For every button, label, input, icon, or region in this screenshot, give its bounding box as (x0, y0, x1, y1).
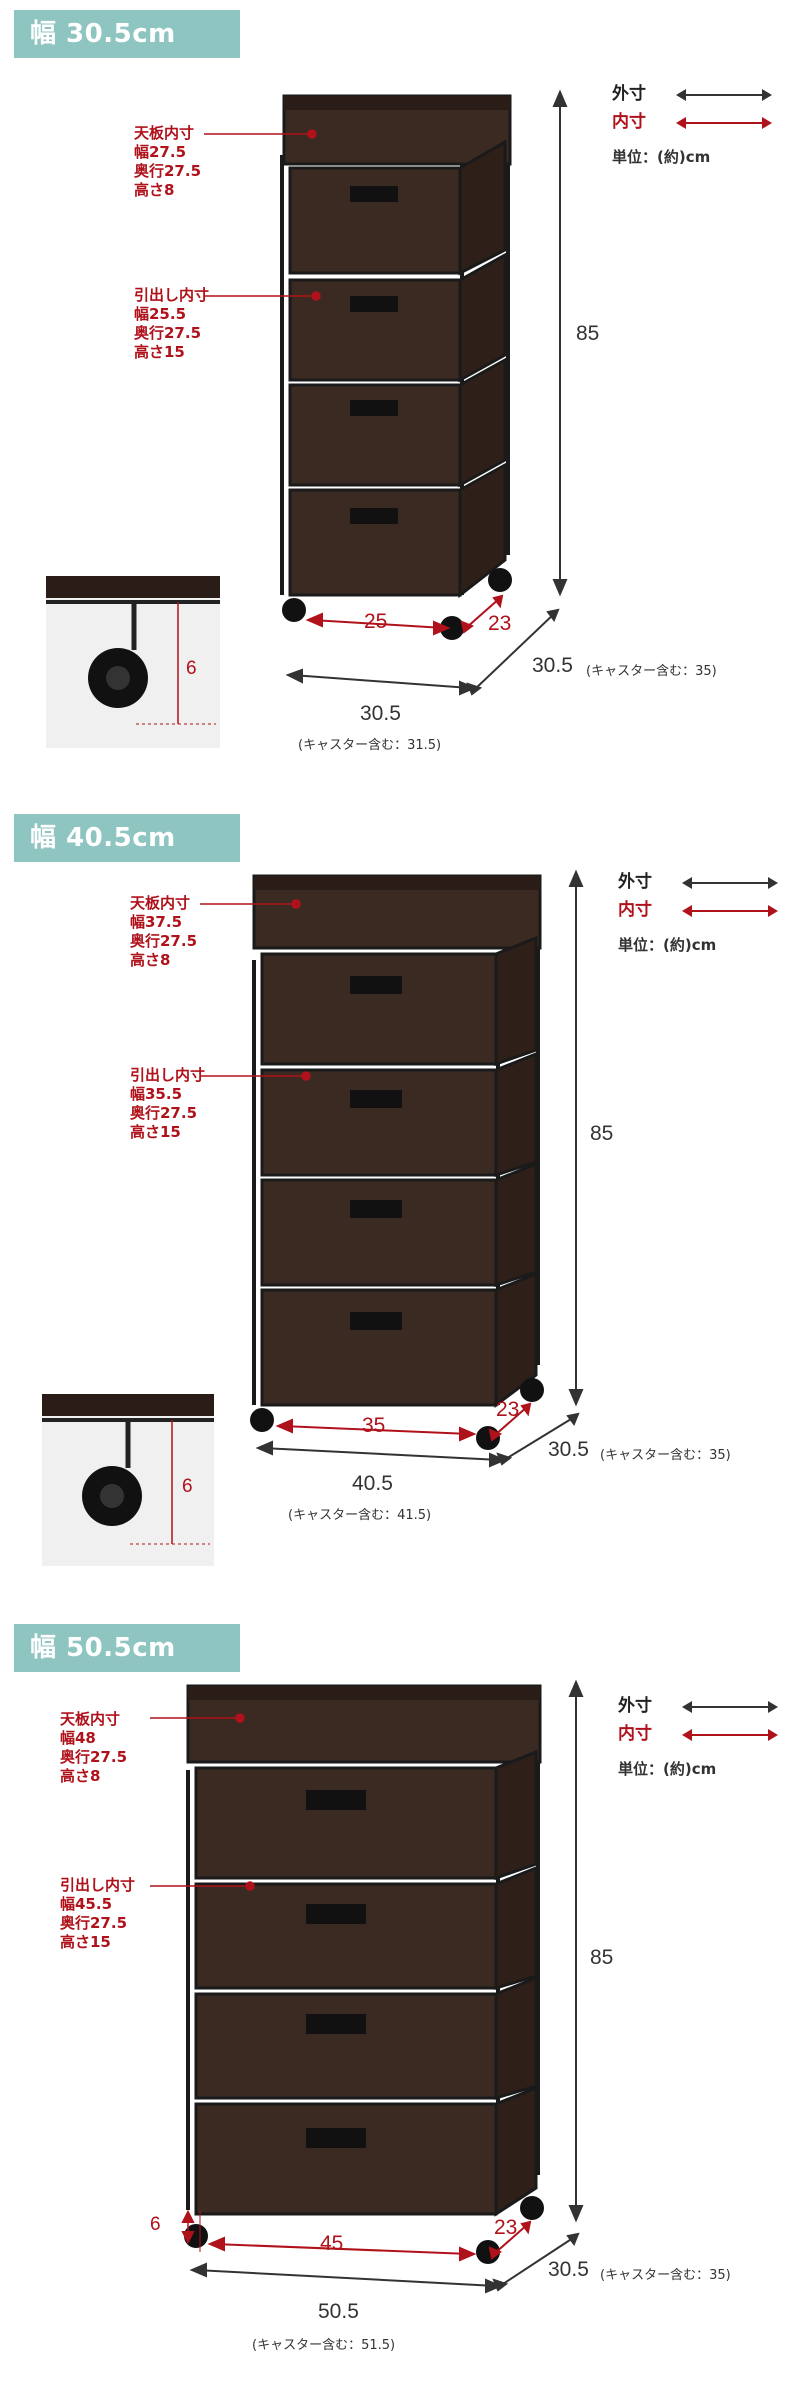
drawer-handle-icon (350, 296, 398, 312)
caster-icon (184, 2224, 208, 2248)
unit-label: 単位：(約)cm (612, 148, 711, 166)
drawer (194, 2102, 498, 2216)
caster-height-dimension: 6 (150, 2214, 161, 2235)
caster-height-dimension: 6 (186, 658, 197, 679)
drawer (260, 1068, 498, 1177)
drawer-handle-icon (350, 1312, 402, 1330)
section-width-50: 幅 50.5cm 外寸 内寸 単位：(約)cm (0, 1610, 800, 2400)
caster-icon (488, 568, 512, 592)
height-dimension: 85 (576, 322, 600, 345)
depth-dimension: 30.5 (548, 2258, 589, 2281)
legend-outer-label: 外寸 (618, 1696, 652, 1716)
drawer-inner-note: 引出し内寸 幅35.5 奥行27.5 高さ15 (130, 1066, 206, 1141)
section-width-30: 幅 30.5cm 外寸 内寸 単位：(約)cm (0, 0, 800, 790)
outer-arrow-icon (682, 1701, 778, 1713)
depth-caster-note: (キャスター含む：35) (600, 2268, 731, 2283)
width-dimension: 30.5 (360, 702, 401, 725)
section-width-40: 幅 40.5cm 外寸 内寸 単位：(約)cm (0, 800, 800, 1590)
drawer (288, 166, 462, 275)
section-tab: 幅 30.5cm (14, 10, 240, 58)
drawer (260, 952, 498, 1066)
height-dimension: 85 (590, 1122, 614, 1145)
inner-arrow-icon (682, 905, 778, 917)
width-caster-note: (キャスター含む：41.5) (288, 1508, 432, 1523)
section-tab: 幅 40.5cm (14, 814, 240, 862)
drawer (194, 1992, 498, 2100)
width-caster-note: (キャスター含む：31.5) (298, 738, 442, 753)
caster-detail-photo: 6 (42, 1394, 214, 1566)
top-inner-note: 天板内寸 幅48 奥行27.5 高さ8 (60, 1710, 128, 1785)
drawer-handle-icon (350, 976, 402, 994)
cabinet-illustration (150, 1679, 584, 2294)
cabinet-illustration (204, 89, 568, 696)
drawer-inner-note: 引出し内寸 幅45.5 奥行27.5 高さ15 (60, 1876, 136, 1951)
outer-arrow-icon (676, 89, 772, 101)
drawer-handle-icon (350, 400, 398, 416)
caster-detail-photo: 6 (46, 576, 220, 748)
drawer (194, 1882, 498, 1990)
drawer (260, 1178, 498, 1287)
drawer-width-dimension: 35 (362, 1414, 386, 1437)
legend-outer-label: 外寸 (618, 872, 652, 892)
outer-arrow-icon (682, 877, 778, 889)
drawer (288, 383, 462, 487)
legend-inner-label: 内寸 (618, 1724, 652, 1744)
drawer-handle-icon (350, 186, 398, 202)
top-inner-note: 天板内寸 幅37.5 奥行27.5 高さ8 (130, 894, 198, 969)
caster-height-dimension: 6 (182, 1476, 193, 1497)
drawer-depth-dimension: 23 (496, 1398, 520, 1421)
legend: 外寸 内寸 単位：(約)cm (618, 1692, 788, 1779)
drawer-inner-note: 引出し内寸 幅25.5 奥行27.5 高さ15 (134, 286, 210, 361)
caster-icon (440, 616, 464, 640)
width-dimension: 40.5 (352, 1472, 393, 1495)
drawer-handle-icon (306, 1790, 366, 1810)
section-tab: 幅 50.5cm (14, 1624, 240, 1672)
legend-outer-label: 外寸 (612, 84, 646, 104)
drawer-handle-icon (306, 2014, 366, 2034)
depth-dimension: 30.5 (548, 1438, 589, 1461)
legend: 外寸 内寸 単位：(約)cm (612, 80, 782, 167)
inner-arrow-icon (676, 117, 772, 129)
drawer (194, 1766, 498, 1880)
drawer-handle-icon (350, 1200, 402, 1218)
height-dimension: 85 (590, 1946, 614, 1969)
inner-arrow-icon (682, 1729, 778, 1741)
caster-icon (282, 598, 306, 622)
drawer-width-dimension: 45 (320, 2232, 344, 2255)
legend: 外寸 内寸 単位：(約)cm (618, 868, 788, 955)
caster-icon (520, 2196, 544, 2220)
top-inner-note: 天板内寸 幅27.5 奥行27.5 高さ8 (134, 124, 202, 199)
drawer-depth-dimension: 23 (488, 612, 512, 635)
drawer (260, 1288, 498, 1407)
cabinet-illustration (200, 869, 584, 1468)
drawer (288, 488, 462, 597)
width-dimension: 50.5 (318, 2300, 359, 2323)
drawer-handle-icon (306, 1904, 366, 1924)
depth-caster-note: (キャスター含む：35) (600, 1448, 731, 1463)
drawer-depth-dimension: 23 (494, 2216, 518, 2239)
width-caster-note: (キャスター含む：51.5) (252, 2338, 396, 2353)
drawer-width-dimension: 25 (364, 610, 388, 633)
drawer-handle-icon (350, 1090, 402, 1108)
caster-icon (520, 1378, 544, 1402)
caster-icon (476, 2240, 500, 2264)
caster-icon (476, 1426, 500, 1450)
caster-icon (250, 1408, 274, 1432)
legend-inner-label: 内寸 (612, 112, 646, 132)
depth-caster-note: (キャスター含む：35) (586, 664, 717, 679)
depth-dimension: 30.5 (532, 654, 573, 677)
unit-label: 単位：(約)cm (618, 936, 717, 954)
drawer-handle-icon (306, 2128, 366, 2148)
unit-label: 単位：(約)cm (618, 1760, 717, 1778)
legend-inner-label: 内寸 (618, 900, 652, 920)
drawer-handle-icon (350, 508, 398, 524)
